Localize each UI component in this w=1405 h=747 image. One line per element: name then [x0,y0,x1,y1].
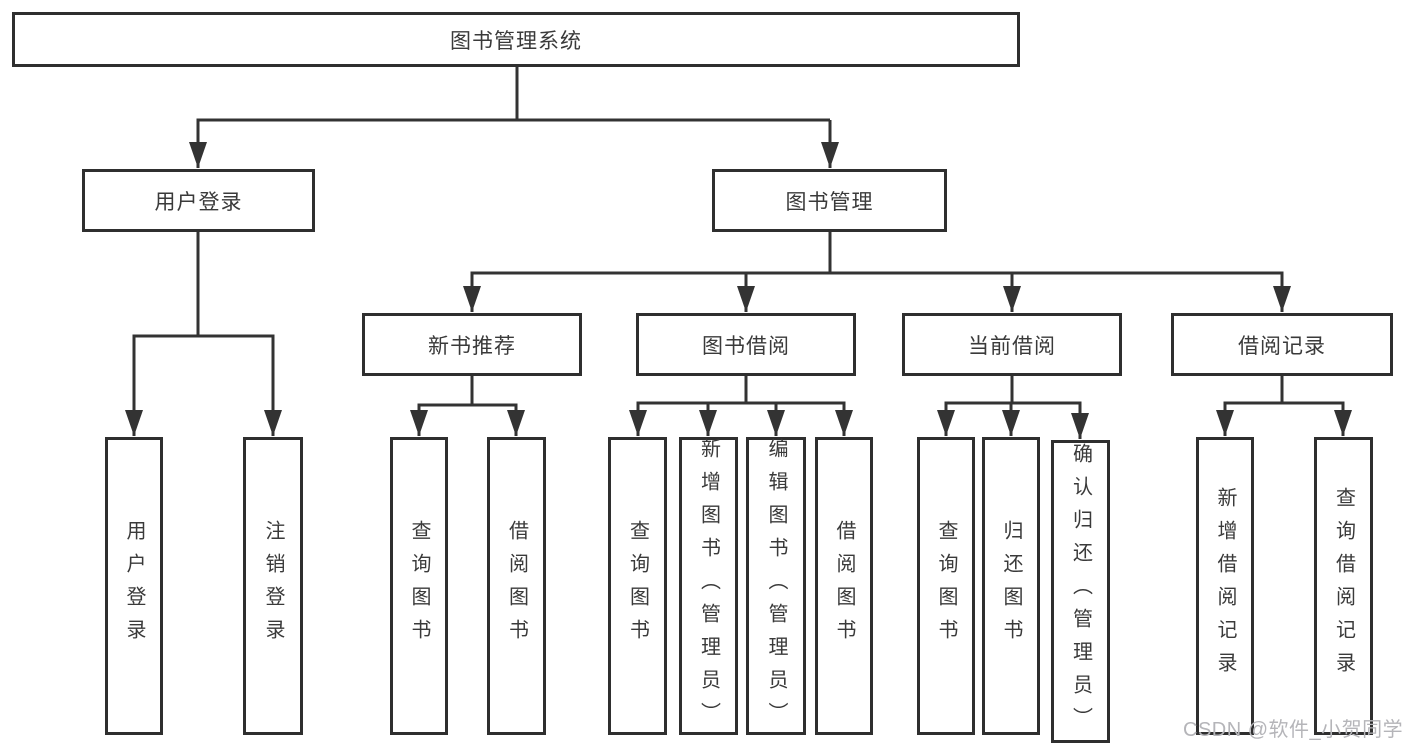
leaf-label: 归还图书 [1000,520,1022,652]
node-borrowing-records: 借阅记录 [1171,313,1393,376]
leaf-label: 用户登录 [123,520,145,652]
node-leaf-br-query-record: 查询借阅记录 [1314,437,1373,735]
node-leaf-bb-query-books: 查询图书 [608,437,667,735]
leaf-label: 借阅图书 [833,520,855,652]
node-leaf-user-login: 用户登录 [105,437,163,735]
node-leaf-bb-add-books-admin: 新增图书（管理员） [679,437,738,735]
leaf-label: 确认归还（管理员） [1069,443,1092,740]
node-new-book-recommend: 新书推荐 [362,313,582,376]
leaf-label: 查询借阅记录 [1332,487,1355,685]
node-leaf-br-add-record: 新增借阅记录 [1196,437,1254,735]
leaf-label: 查询图书 [626,520,649,652]
leaf-label: 查询图书 [408,520,430,652]
node-leaf-bb-borrow-books: 借阅图书 [815,437,873,735]
node-leaf-nb-query-books: 查询图书 [390,437,448,735]
node-leaf-cb-query-books: 查询图书 [917,437,975,735]
node-leaf-nb-borrow-books: 借阅图书 [487,437,546,735]
node-leaf-cb-return-books: 归还图书 [982,437,1040,735]
leaf-label: 查询图书 [935,520,957,652]
leaf-label: 借阅图书 [505,520,528,652]
csdn-watermark: CSDN @软件_小贺同学 [1183,719,1404,741]
node-book-borrowing: 图书借阅 [636,313,856,376]
node-leaf-bb-edit-books-admin: 编辑图书（管理员） [746,437,806,735]
node-user-login: 用户登录 [82,169,315,232]
node-book-management: 图书管理 [712,169,947,232]
node-root-system: 图书管理系统 [12,12,1020,67]
leaf-label: 新增图书（管理员） [697,437,720,735]
node-leaf-logout: 注销登录 [243,437,303,735]
leaf-label: 编辑图书（管理员） [765,437,787,735]
leaf-label: 新增借阅记录 [1214,487,1236,685]
node-leaf-cb-confirm-return-admin: 确认归还（管理员） [1051,440,1110,743]
leaf-label: 注销登录 [262,520,284,652]
node-current-borrowing: 当前借阅 [902,313,1122,376]
